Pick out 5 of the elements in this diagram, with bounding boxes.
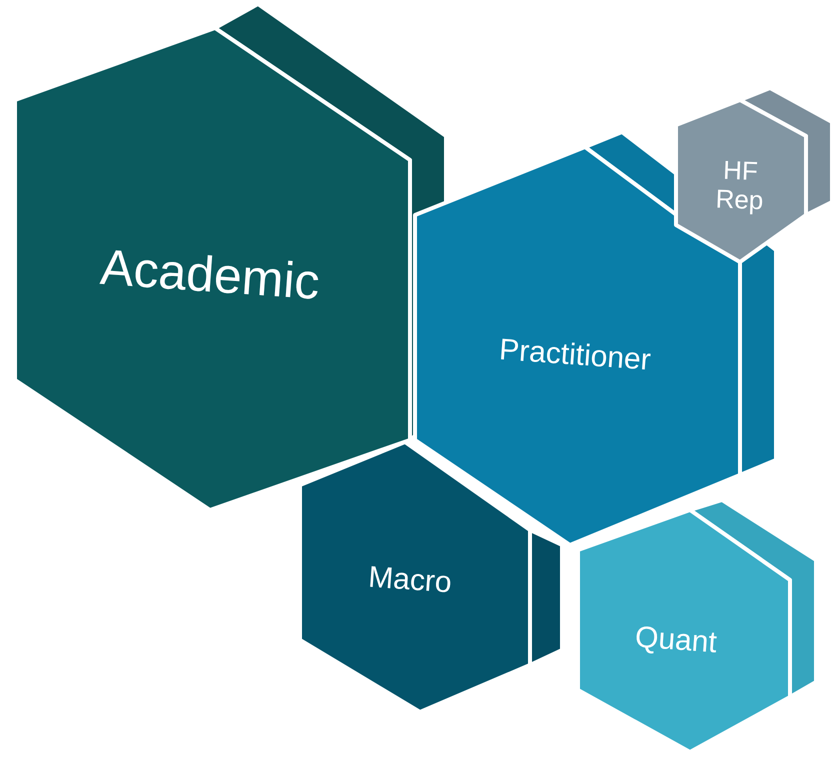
tile-label: Academic	[98, 238, 322, 312]
tile-label: Quant	[633, 620, 719, 662]
tile-label: HF Rep	[714, 155, 765, 215]
tile-label: Practitioner	[497, 332, 653, 379]
tile-label: Macro	[366, 560, 454, 602]
